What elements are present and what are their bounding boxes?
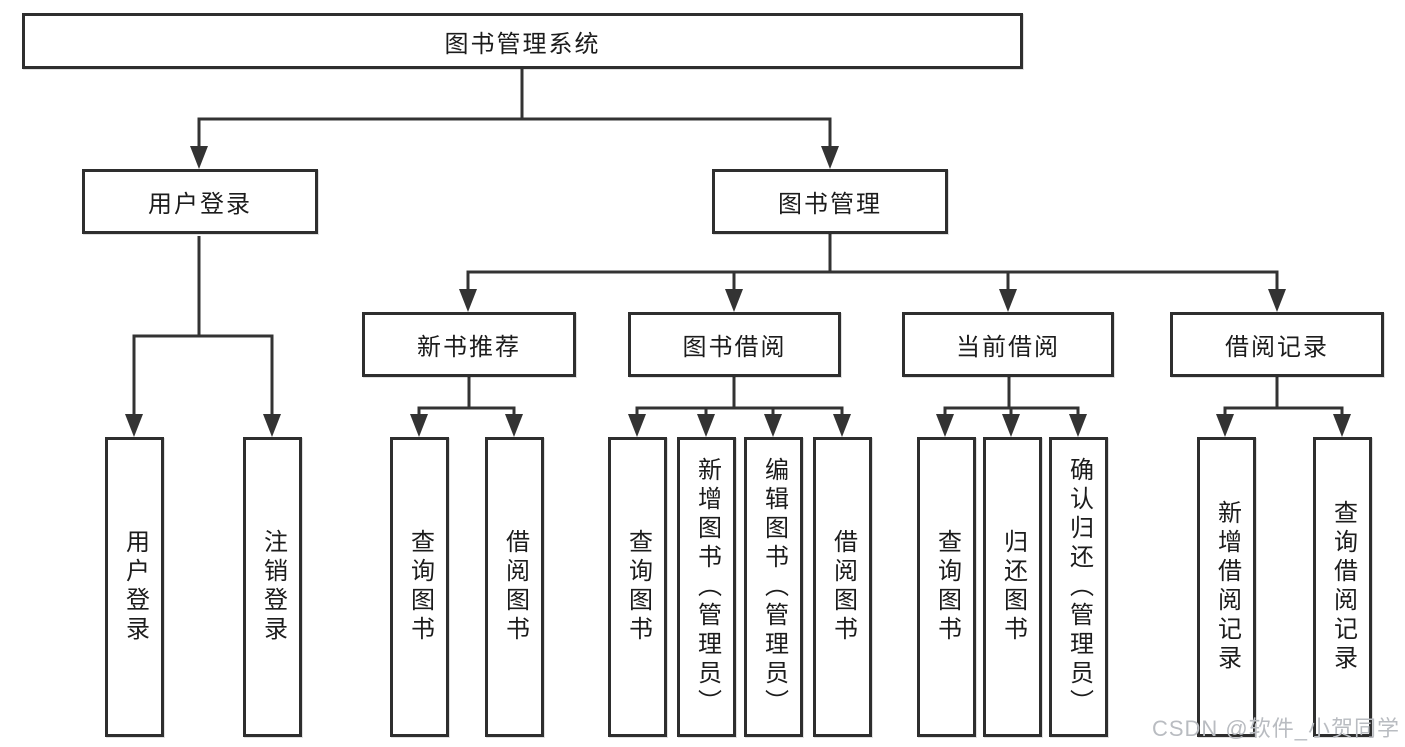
leaf-query-books-recommend: 查询图书 — [390, 437, 449, 737]
leaf-query-borrow-record: 查询借阅记录 — [1313, 437, 1372, 737]
leaf-label: 新增图书（管理员） — [693, 456, 721, 718]
node-label: 图书借阅 — [682, 334, 787, 361]
leaf-add-books-admin: 新增图书（管理员） — [677, 437, 736, 737]
node-current-borrow: 当前借阅 — [902, 312, 1114, 377]
leaf-borrow-books-recommend: 借阅图书 — [485, 437, 544, 737]
leaf-label: 查询图书 — [933, 529, 961, 645]
node-label: 新书推荐 — [417, 334, 521, 361]
arrowheads — [125, 146, 1351, 437]
leaf-label: 编辑图书（管理员） — [760, 456, 788, 718]
node-new-book-recommend: 新书推荐 — [362, 312, 576, 377]
leaf-borrow-books: 借阅图书 — [813, 437, 872, 737]
leaf-label: 借阅图书 — [829, 529, 857, 645]
leaf-query-books-borrow: 查询图书 — [608, 437, 667, 737]
leaf-label: 用户登录 — [121, 529, 149, 645]
node-borrow-records: 借阅记录 — [1170, 312, 1384, 377]
leaf-add-borrow-record: 新增借阅记录 — [1197, 437, 1256, 737]
leaf-query-books-current: 查询图书 — [917, 437, 976, 737]
node-label: 图书管理系统 — [444, 30, 601, 58]
leaf-user-login: 用户登录 — [105, 437, 164, 737]
node-label: 用户登录 — [148, 191, 252, 218]
leaf-logout: 注销登录 — [243, 437, 302, 737]
leaf-confirm-return-admin: 确认归还（管理员） — [1049, 437, 1108, 737]
node-user-login-branch: 用户登录 — [82, 169, 318, 234]
leaf-label: 归还图书 — [999, 529, 1027, 645]
leaf-label: 确认归还（管理员） — [1065, 456, 1093, 718]
node-label: 借阅记录 — [1225, 334, 1329, 361]
leaf-label: 查询借阅记录 — [1329, 500, 1357, 674]
leaf-label: 查询图书 — [624, 529, 652, 645]
node-book-borrow: 图书借阅 — [628, 312, 841, 377]
node-label: 当前借阅 — [956, 334, 1060, 361]
leaf-return-books: 归还图书 — [983, 437, 1042, 737]
leaf-edit-books-admin: 编辑图书（管理员） — [744, 437, 803, 737]
leaf-label: 查询图书 — [406, 529, 434, 645]
node-root-library-system: 图书管理系统 — [22, 13, 1023, 69]
leaf-label: 新增借阅记录 — [1213, 500, 1241, 674]
leaf-label: 借阅图书 — [501, 529, 529, 645]
leaf-label: 注销登录 — [259, 529, 287, 645]
node-label: 图书管理 — [778, 191, 882, 218]
node-book-management-branch: 图书管理 — [712, 169, 948, 234]
